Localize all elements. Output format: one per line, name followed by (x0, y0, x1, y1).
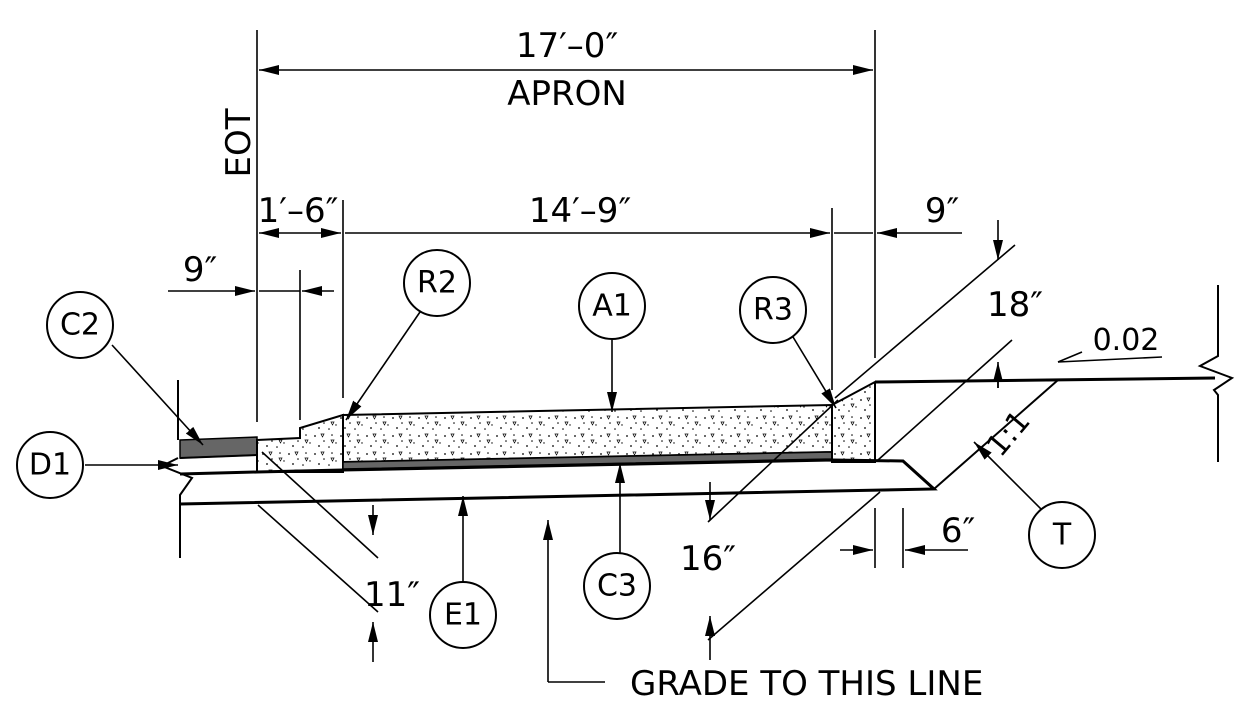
apron-length-label: 17′–0″ (516, 26, 618, 66)
callout-e1: E1 (429, 581, 497, 649)
dim-11-diagonal-a (261, 451, 379, 559)
d1-top (179, 454, 258, 459)
callout-r2-label: R2 (417, 266, 457, 301)
ratio-label: 1:1 (980, 404, 1038, 463)
eot-label: EOT (219, 108, 259, 177)
dim-16-diagonal-b (707, 491, 881, 641)
callout-a1: A1 (578, 272, 646, 340)
ground-surface-line (874, 376, 1216, 384)
callout-e1-label: E1 (444, 598, 482, 633)
base-course-bottom (179, 488, 935, 505)
callout-d1: D1 (16, 431, 84, 499)
apron-right-thickened-edge (831, 380, 876, 463)
dim-18-label: 18″ (987, 285, 1043, 325)
dim-1-6-label: 1′–6″ (258, 191, 339, 231)
slope-label: 0.02 (1093, 323, 1160, 358)
callout-r3-label: R3 (753, 293, 793, 328)
callout-c3-label: C3 (597, 569, 637, 604)
apron-left-thickened-edge (256, 413, 344, 473)
dim-6-label: 6″ (941, 511, 975, 551)
callout-t: T (1028, 501, 1096, 569)
dim-11-label: 11″ (364, 575, 420, 615)
dim-18-diagonal-b (877, 339, 1013, 461)
dim-11-diagonal-b (257, 504, 379, 613)
callout-c2-label: C2 (60, 308, 100, 343)
apron-label: APRON (507, 74, 627, 114)
r3-leader (789, 331, 837, 409)
slope-1-1-line (933, 379, 1059, 490)
dim-16-diagonal-a (707, 399, 839, 523)
t-leader (973, 441, 1043, 511)
dim-9-left-label: 9″ (183, 250, 217, 290)
r2-leader (345, 311, 421, 421)
slope-leader-tick (1057, 351, 1083, 363)
right-break-line (1197, 285, 1235, 462)
grade-note: GRADE TO THIS LINE (630, 664, 983, 704)
callout-c3: C3 (583, 552, 651, 620)
callout-r3: R3 (739, 276, 807, 344)
callout-t-label: T (1052, 518, 1072, 553)
dim-16-label: 16″ (680, 539, 736, 579)
dim-14-9-label: 14′–9″ (529, 191, 631, 231)
dim-9-right-label: 9″ (925, 191, 959, 231)
callout-a1-label: A1 (592, 289, 632, 324)
callout-r2: R2 (403, 249, 471, 317)
dim-18-diagonal-a (834, 244, 1016, 399)
slope-leader-line (1057, 356, 1163, 363)
callout-d1-label: D1 (29, 448, 71, 483)
c2-leader (111, 344, 204, 446)
callout-c2: C2 (46, 291, 114, 359)
